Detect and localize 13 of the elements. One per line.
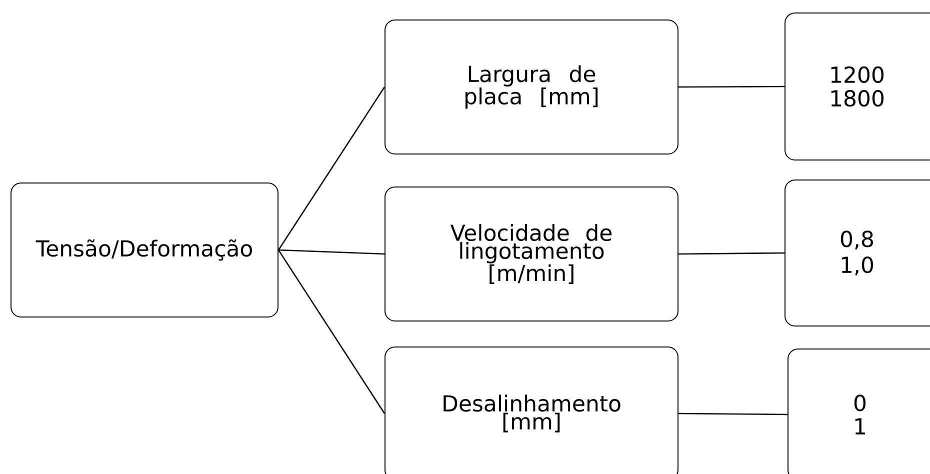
connector-line <box>278 86 386 250</box>
connector-line <box>678 252 784 255</box>
value-box: 1200 1800 <box>784 12 930 160</box>
root-box: Tensão/Deformação <box>10 182 278 318</box>
connector-line <box>678 86 784 88</box>
connector-line <box>278 249 385 255</box>
connector-line <box>678 412 788 416</box>
parameter-box: Velocidade de lingotamento [m/min] <box>384 186 678 322</box>
parameter-box: Desalinhamento [mm] <box>384 346 678 474</box>
connector-line <box>278 250 386 414</box>
parameter-box: Largura de placa [mm] <box>384 20 678 154</box>
value-box: 0 1 <box>788 348 930 474</box>
value-box: 0,8 1,0 <box>784 180 930 326</box>
